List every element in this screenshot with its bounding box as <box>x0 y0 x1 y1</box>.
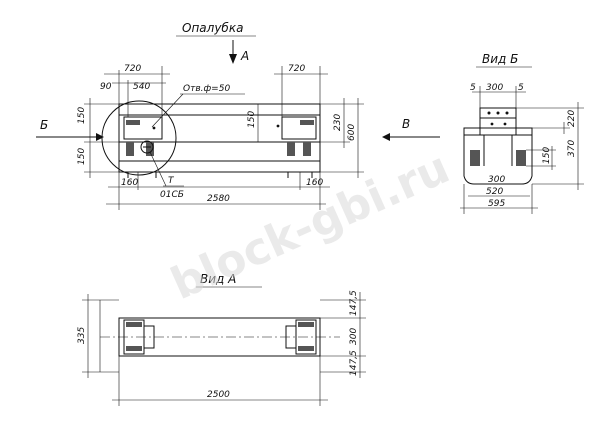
formwork-view: Опалубка А <box>36 21 440 210</box>
dim-160-right: 160 <box>306 178 323 188</box>
view-a-marker: А <box>240 49 249 63</box>
t-mark: Т <box>168 176 175 186</box>
section-arrow-b: Б <box>36 118 104 141</box>
view-a-dim-147-5-bottom: 147,5 <box>349 350 359 376</box>
view-b: Вид Б 5 300 5 220 370 150 <box>460 52 584 214</box>
view-b-dim-150: 150 <box>542 147 552 164</box>
view-b-dim-595: 595 <box>488 199 505 209</box>
view-b-head <box>479 107 517 136</box>
dim-total-2580: 2580 <box>207 194 230 204</box>
dim-top-right-720: 720 <box>288 64 305 74</box>
dim-150-right: 150 <box>247 111 257 128</box>
view-b-dim-220: 220 <box>567 110 577 127</box>
section-b-marker: Б <box>40 118 48 132</box>
dim-540: 540 <box>133 82 150 92</box>
view-a-dim-total-2500: 2500 <box>207 390 230 400</box>
view-b-dim-5-right: 5 <box>518 83 524 93</box>
detail-circle-t: Т 01СБ <box>101 100 184 200</box>
section-v-marker: В <box>402 117 410 131</box>
view-b-dim-370: 370 <box>567 140 577 157</box>
part-code: 01СБ <box>160 190 184 200</box>
view-b-dim-520: 520 <box>486 187 503 197</box>
view-b-dim-300-bottom: 300 <box>488 175 505 185</box>
view-a: Вид А 335 147,5 300 147,5 2500 <box>77 272 366 406</box>
dim-600: 600 <box>347 124 357 141</box>
view-a-dim-335: 335 <box>77 327 87 344</box>
view-a-dim-300: 300 <box>349 328 359 345</box>
view-a-arrow: А <box>229 40 249 64</box>
bottom-dimensions: 160 160 2580 <box>106 172 330 210</box>
view-a-title: Вид А <box>200 272 236 286</box>
formwork-title: Опалубка <box>182 21 243 35</box>
dim-230: 230 <box>333 114 343 131</box>
right-dimensions: 150 230 600 <box>247 98 364 178</box>
dim-150-lower: 150 <box>77 148 87 165</box>
view-a-dim-147-5-top: 147,5 <box>349 290 359 316</box>
left-dimensions: 150 150 <box>77 98 119 178</box>
top-dimensions: 720 90 540 720 <box>100 64 328 117</box>
watermark: block-gbi.ru <box>164 142 457 310</box>
view-b-dim-300-top: 300 <box>486 83 503 93</box>
beam-outline <box>118 103 321 178</box>
dim-90: 90 <box>100 82 112 92</box>
dim-top-left-720: 720 <box>124 64 141 74</box>
section-arrow-v: В <box>382 117 440 141</box>
hole-label: Отв.ф=50 <box>183 84 230 94</box>
dim-150-upper: 150 <box>77 107 87 124</box>
view-b-dim-5-left: 5 <box>470 83 476 93</box>
dim-160-left: 160 <box>121 178 138 188</box>
hole-callout: Отв.ф=50 <box>151 84 245 128</box>
view-b-title: Вид Б <box>482 52 518 66</box>
